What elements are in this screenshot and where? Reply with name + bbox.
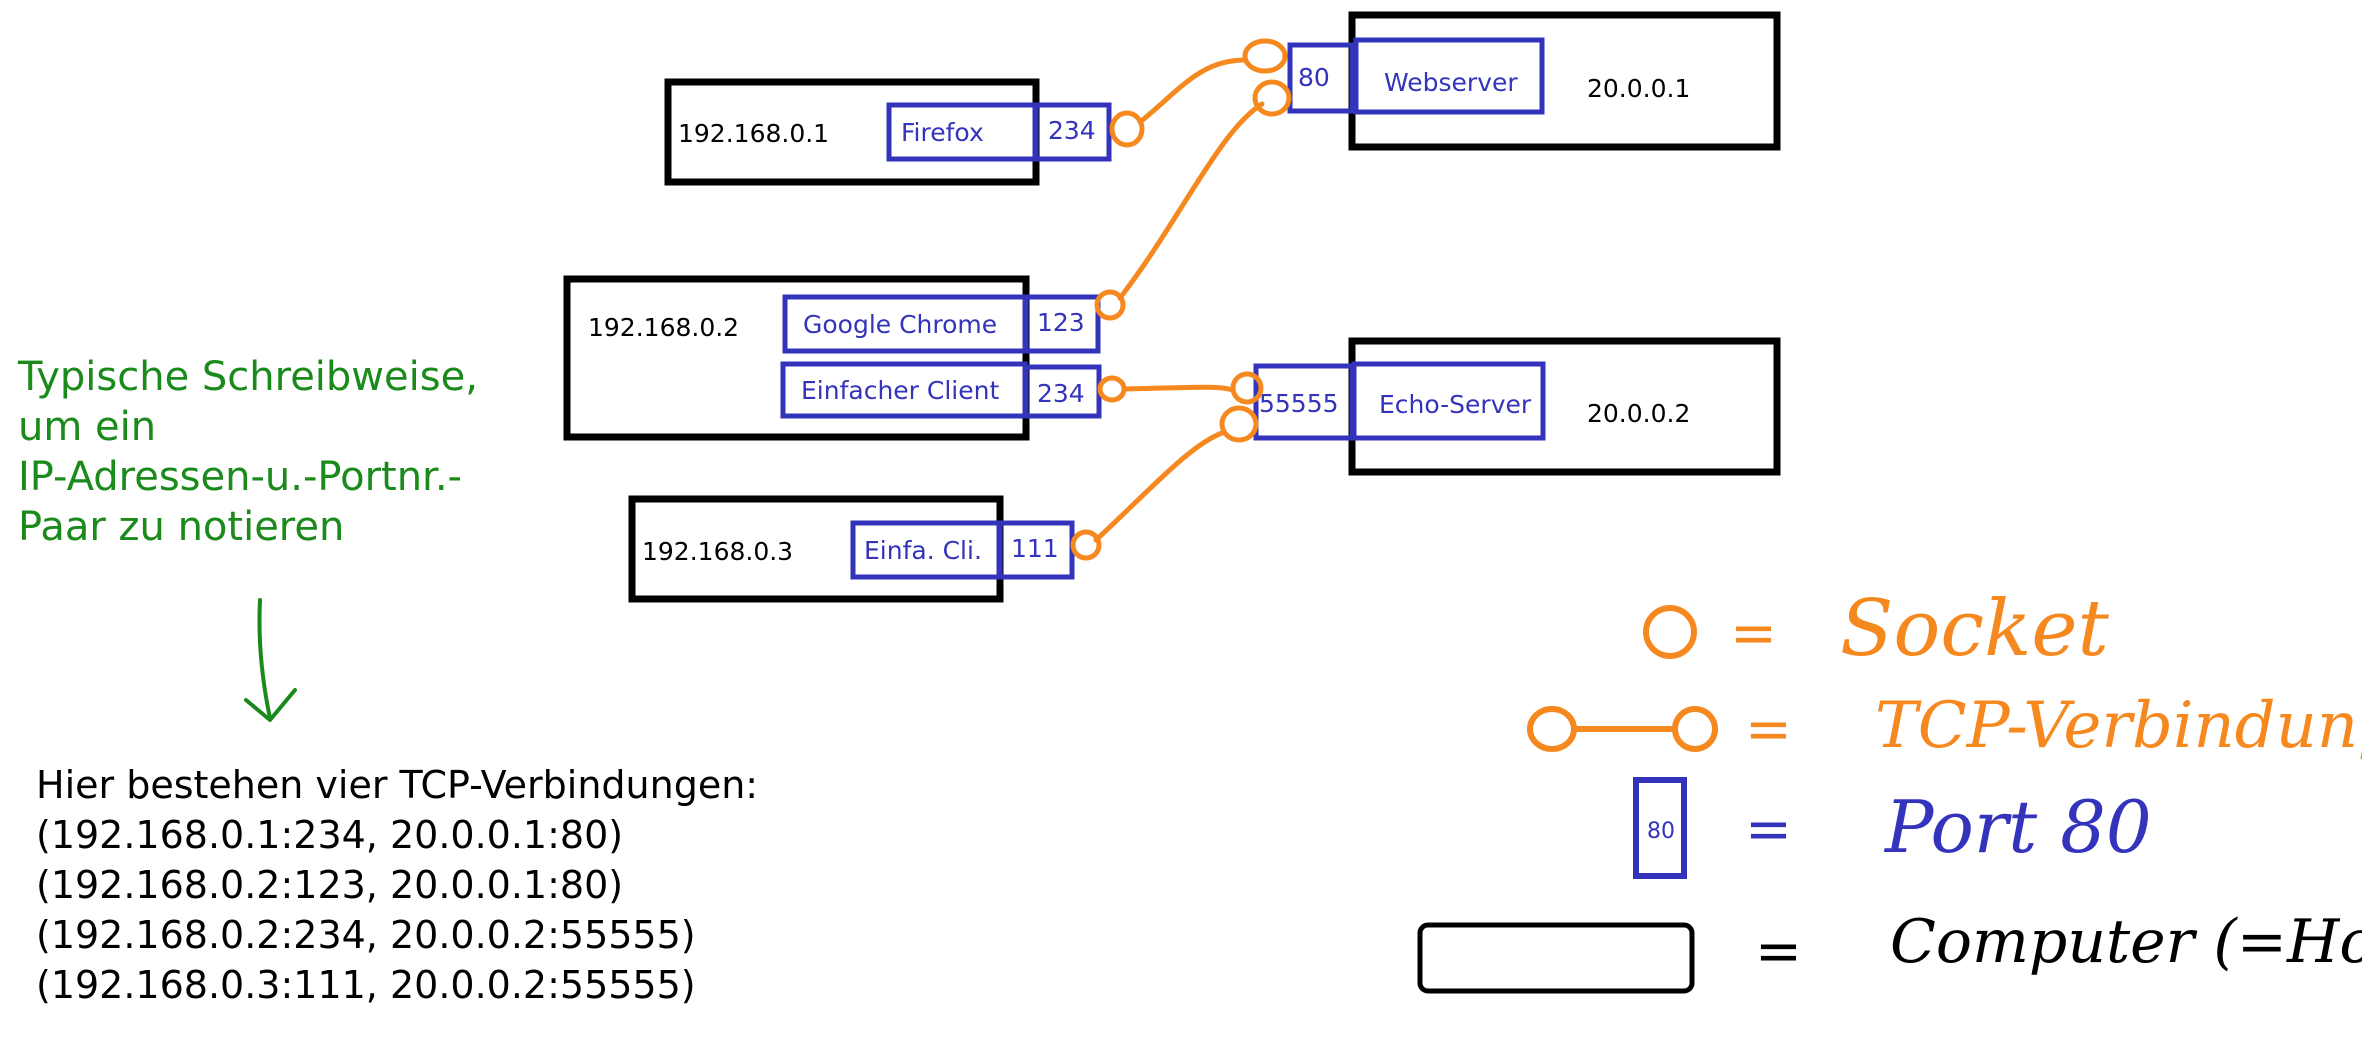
app-label: Google Chrome bbox=[803, 310, 997, 339]
socket-icon bbox=[1070, 529, 1102, 561]
app-echo-server: Echo-Server bbox=[1351, 361, 1546, 441]
tcp-connection-4 bbox=[1070, 405, 1259, 561]
app-einfa-cli: Einfa. Cli. bbox=[850, 520, 1002, 580]
note-line: Paar zu notieren bbox=[18, 504, 345, 550]
host-ip: 20.0.0.1 bbox=[1587, 74, 1690, 103]
legend-equals: = bbox=[1745, 697, 1792, 762]
legend-equals: = bbox=[1730, 601, 1777, 666]
host-ip: 192.168.0.1 bbox=[678, 119, 829, 148]
notation-note: Typische Schreibweise, um ein IP-Adresse… bbox=[18, 352, 478, 552]
port-number: 55555 bbox=[1259, 389, 1339, 418]
port-123: 123 bbox=[1023, 294, 1101, 354]
tcp-connection-icon bbox=[1527, 706, 1577, 752]
socket-icon bbox=[1097, 375, 1127, 403]
port-55555: 55555 bbox=[1253, 363, 1355, 441]
connection-tuple: (192.168.0.2:123, 20.0.0.1:80) bbox=[36, 863, 624, 907]
port-number: 234 bbox=[1048, 116, 1096, 145]
note-line: um ein bbox=[18, 404, 157, 450]
legend-port: 80 = Port 80 bbox=[1633, 777, 2152, 879]
app-label: Webserver bbox=[1384, 68, 1518, 97]
app-label: Einfacher Client bbox=[801, 376, 999, 405]
port-number: 80 bbox=[1298, 63, 1330, 92]
app-google-chrome: Google Chrome bbox=[782, 294, 1028, 354]
computer-icon bbox=[1417, 922, 1695, 994]
legend-computer: = Computer (=Host) bbox=[1417, 907, 2362, 994]
legend-socket: = Socket bbox=[1643, 584, 2110, 674]
port-234: 234 bbox=[1033, 102, 1112, 162]
socket-icon bbox=[1230, 371, 1264, 405]
note-line: Typische Schreibweise, bbox=[18, 354, 478, 400]
port-111: 111 bbox=[997, 520, 1075, 580]
port-number: 123 bbox=[1037, 308, 1085, 337]
summary-heading: Hier bestehen vier TCP-Verbindungen: bbox=[36, 763, 759, 807]
socket-icon bbox=[1252, 79, 1292, 117]
legend-port-label: Port 80 bbox=[1883, 785, 2152, 869]
connection-tuple: (192.168.0.3:111, 20.0.0.2:55555) bbox=[36, 963, 696, 1007]
app-firefox: Firefox bbox=[886, 102, 1038, 162]
socket-icon bbox=[1643, 605, 1697, 659]
socket-icon bbox=[1219, 405, 1259, 443]
app-webserver: Webserver bbox=[1353, 37, 1545, 115]
down-arrow-icon bbox=[244, 598, 297, 722]
host-ip: 192.168.0.2 bbox=[588, 313, 739, 342]
port-234-b: 234 bbox=[1023, 364, 1102, 419]
port-number: 111 bbox=[1011, 534, 1059, 563]
app-einfacher-client: Einfacher Client bbox=[780, 361, 1028, 419]
app-label: Echo-Server bbox=[1379, 390, 1532, 419]
port-number: 234 bbox=[1037, 379, 1085, 408]
connection-tuple: (192.168.0.2:234, 20.0.0.2:55555) bbox=[36, 913, 696, 957]
host-ip: 20.0.0.2 bbox=[1587, 399, 1690, 428]
legend-port-example: 80 bbox=[1647, 819, 1675, 844]
host-192-168-0-2: 192.168.0.2 bbox=[563, 275, 1030, 441]
socket-icon bbox=[1242, 38, 1288, 74]
connection-tuple: (192.168.0.1:234, 20.0.0.1:80) bbox=[36, 813, 624, 857]
legend-socket-label: Socket bbox=[1840, 584, 2110, 674]
socket-icon bbox=[1094, 289, 1126, 321]
connections-summary: Hier bestehen vier TCP-Verbindungen: (19… bbox=[36, 760, 758, 1010]
port-icon bbox=[1633, 777, 1687, 879]
socket-icon bbox=[1109, 110, 1145, 148]
legend-equals: = bbox=[1755, 919, 1802, 984]
legend-equals: = bbox=[1745, 797, 1792, 862]
host-ip: 192.168.0.3 bbox=[642, 537, 793, 566]
tcp-connection-3 bbox=[1097, 371, 1264, 405]
legend-tcp: = TCP-Verbindung bbox=[1527, 689, 2362, 763]
legend-tcp-label: TCP-Verbindung bbox=[1875, 689, 2362, 763]
legend-computer-label: Computer (=Host) bbox=[1890, 907, 2362, 977]
note-line: IP-Adressen-u.-Portnr.- bbox=[18, 454, 462, 500]
tcp-connection-2 bbox=[1094, 79, 1292, 321]
app-label: Einfa. Cli. bbox=[864, 536, 982, 565]
tcp-connection-1 bbox=[1109, 38, 1288, 148]
app-label: Firefox bbox=[901, 118, 984, 147]
legend: = Socket = TCP-Verbindung 80 = Port 80 =… bbox=[1417, 584, 2362, 994]
port-80: 80 bbox=[1287, 42, 1355, 114]
